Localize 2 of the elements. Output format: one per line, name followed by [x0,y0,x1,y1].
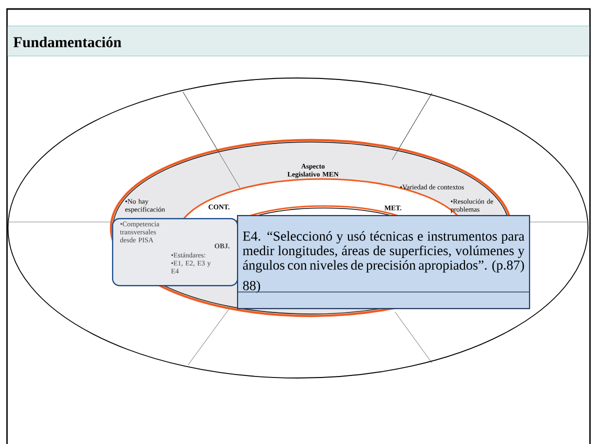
title: Fundamentación [13,36,122,48]
quote-box: E4. “Seleccionó y usó técnicas e instrumentos para medir longitudes, áreas de superficies, volúmenes y ángulos con niveles de precisión apropiados”. (p.87) 88) [236,215,530,310]
